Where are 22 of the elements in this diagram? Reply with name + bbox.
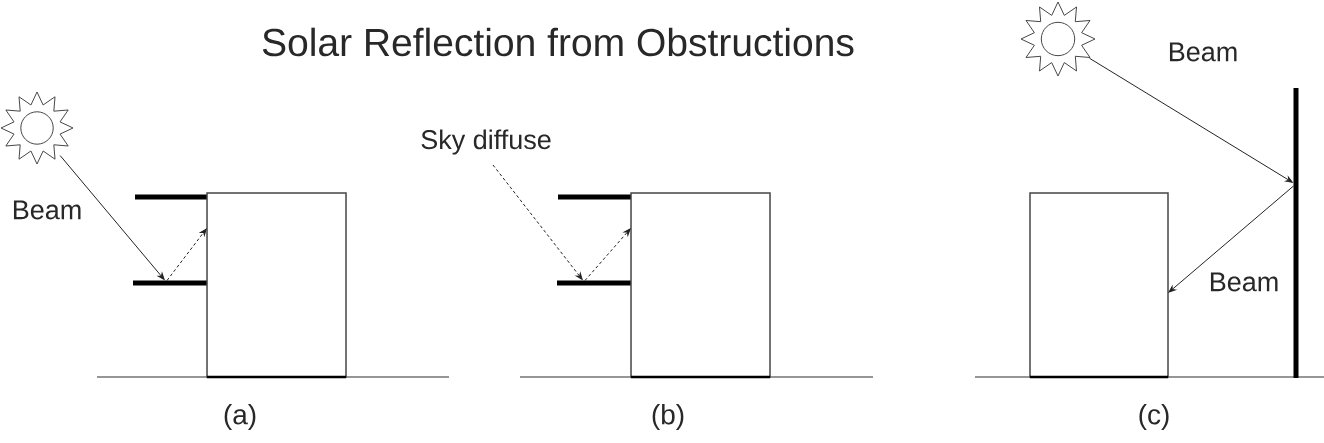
overhang xyxy=(133,280,207,286)
building xyxy=(206,192,347,379)
arrow xyxy=(1168,185,1294,293)
building xyxy=(630,192,771,379)
edge-label: Beam xyxy=(1207,271,1281,293)
arrow xyxy=(166,228,207,281)
edge-label: Sky diffuse xyxy=(419,128,553,156)
arrow xyxy=(584,228,631,281)
title: Solar Reflection from Obstructions xyxy=(262,27,854,57)
panel-label: (b) xyxy=(652,403,684,431)
sun-icon xyxy=(1020,1,1096,77)
arrow xyxy=(59,155,165,280)
edge-label: Beam xyxy=(10,199,84,221)
panel-label: (a) xyxy=(224,403,256,431)
sun-icon xyxy=(0,91,74,165)
panel-label: (c) xyxy=(1139,403,1169,431)
overhang xyxy=(557,280,631,286)
wall xyxy=(1293,88,1299,378)
edge-label: Beam xyxy=(1166,41,1240,63)
arrow xyxy=(1089,57,1293,183)
arrow xyxy=(492,164,583,280)
building xyxy=(1029,192,1169,379)
